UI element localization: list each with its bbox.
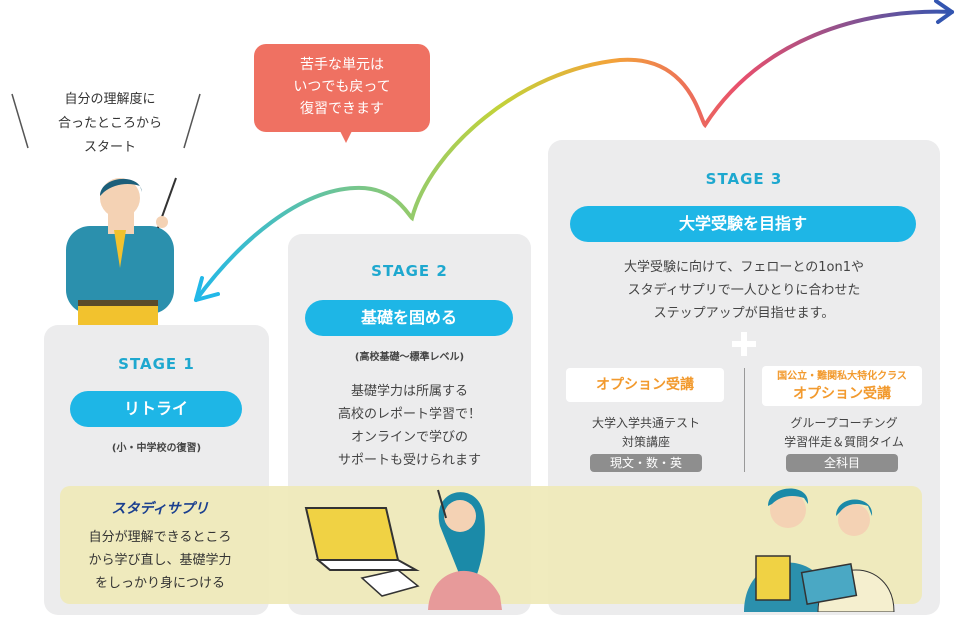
- bubble-line1: 苦手な単元は: [300, 57, 384, 73]
- stage2-desc-line4: サポートも受けられます: [337, 453, 481, 468]
- stage1-subtitle: (小・中学校の復習): [111, 443, 202, 454]
- option2-detail: グループコーチング 学習伴走＆質問タイム: [748, 414, 940, 452]
- option2-box: 国公立・難関私大特化クラス オプション受講: [762, 366, 922, 406]
- option2-tag: 全科目: [786, 454, 898, 472]
- student-laptop-illustration: [304, 489, 502, 610]
- stage2-title: 基礎を固める: [305, 300, 513, 336]
- stage3-description: 大学受験に向けて、フェローとの1on1や スタディサプリで一人ひとりに合わせた …: [548, 256, 940, 325]
- option1-line2: 対策講座: [621, 435, 670, 449]
- band-text: 自分が理解できるところ から学び直し、基礎学力 をしっかり身につける: [60, 526, 260, 595]
- teacher-illustration: [66, 177, 177, 330]
- teacher-note-line1: 自分の理解度に: [64, 92, 156, 107]
- option2-title: オプション受講: [793, 386, 891, 402]
- option2-pretitle: 国公立・難関私大特化クラス: [777, 371, 907, 382]
- stage3-desc-line1: 大学受験に向けて、フェローとの1on1や: [624, 260, 864, 275]
- option1-tag: 現文・数・英: [590, 454, 702, 472]
- option1-title: オプション受講: [596, 377, 694, 393]
- stage3-title: 大学受験を目指す: [570, 206, 916, 242]
- stage3-desc-line3: ステップアップが目指せます。: [653, 306, 835, 321]
- option2-line2: 学習伴走＆質問タイム: [784, 435, 904, 449]
- note-slash-right: [183, 93, 201, 149]
- stage3-label: STAGE 3: [705, 170, 783, 188]
- band-line3: をしっかり身につける: [94, 576, 225, 591]
- band-brand: スタディサプリ: [111, 501, 209, 517]
- band-line2: から学び直し、基礎学力: [88, 553, 232, 568]
- stage2-desc-line3: オンラインで学びの: [350, 430, 468, 445]
- bubble-line3: 復習できます: [300, 101, 384, 117]
- teacher-note-line3: スタート: [83, 140, 136, 155]
- review-bubble: 苦手な単元は いつでも戻って 復習できます: [254, 44, 430, 143]
- option1-detail: 大学入学共通テスト 対策講座: [548, 414, 744, 452]
- plus-icon: [732, 332, 756, 356]
- stage1-label: STAGE 1: [118, 355, 195, 373]
- note-slash-left: [11, 93, 29, 149]
- stage2-desc-line2: 高校のレポート学習で！: [337, 407, 481, 422]
- stage2-description: 基礎学力は所属する 高校のレポート学習で！ オンラインで学びの サポートも受けら…: [288, 380, 531, 472]
- stage2-desc-line1: 基礎学力は所属する: [350, 384, 468, 399]
- option2-line1: グループコーチング: [790, 416, 898, 430]
- band-line1: 自分が理解できるところ: [88, 530, 232, 545]
- option1-line1: 大学入学共通テスト: [591, 416, 700, 430]
- stage1-title: リトライ: [70, 391, 242, 427]
- stage3-desc-line2: スタディサプリで一人ひとりに合わせた: [627, 283, 861, 298]
- teacher-note: 自分の理解度に 合ったところから スタート: [30, 88, 190, 160]
- stage2-label: STAGE 2: [371, 262, 448, 280]
- teacher-note-line2: 合ったところから: [57, 116, 162, 131]
- bubble-line2: いつでも戻って: [293, 79, 391, 95]
- options-divider: [744, 368, 745, 472]
- option1-box: オプション受講: [566, 368, 724, 402]
- group-coaching-illustration: [744, 488, 895, 612]
- stage2-subtitle: (高校基礎〜標準レベル): [354, 352, 465, 363]
